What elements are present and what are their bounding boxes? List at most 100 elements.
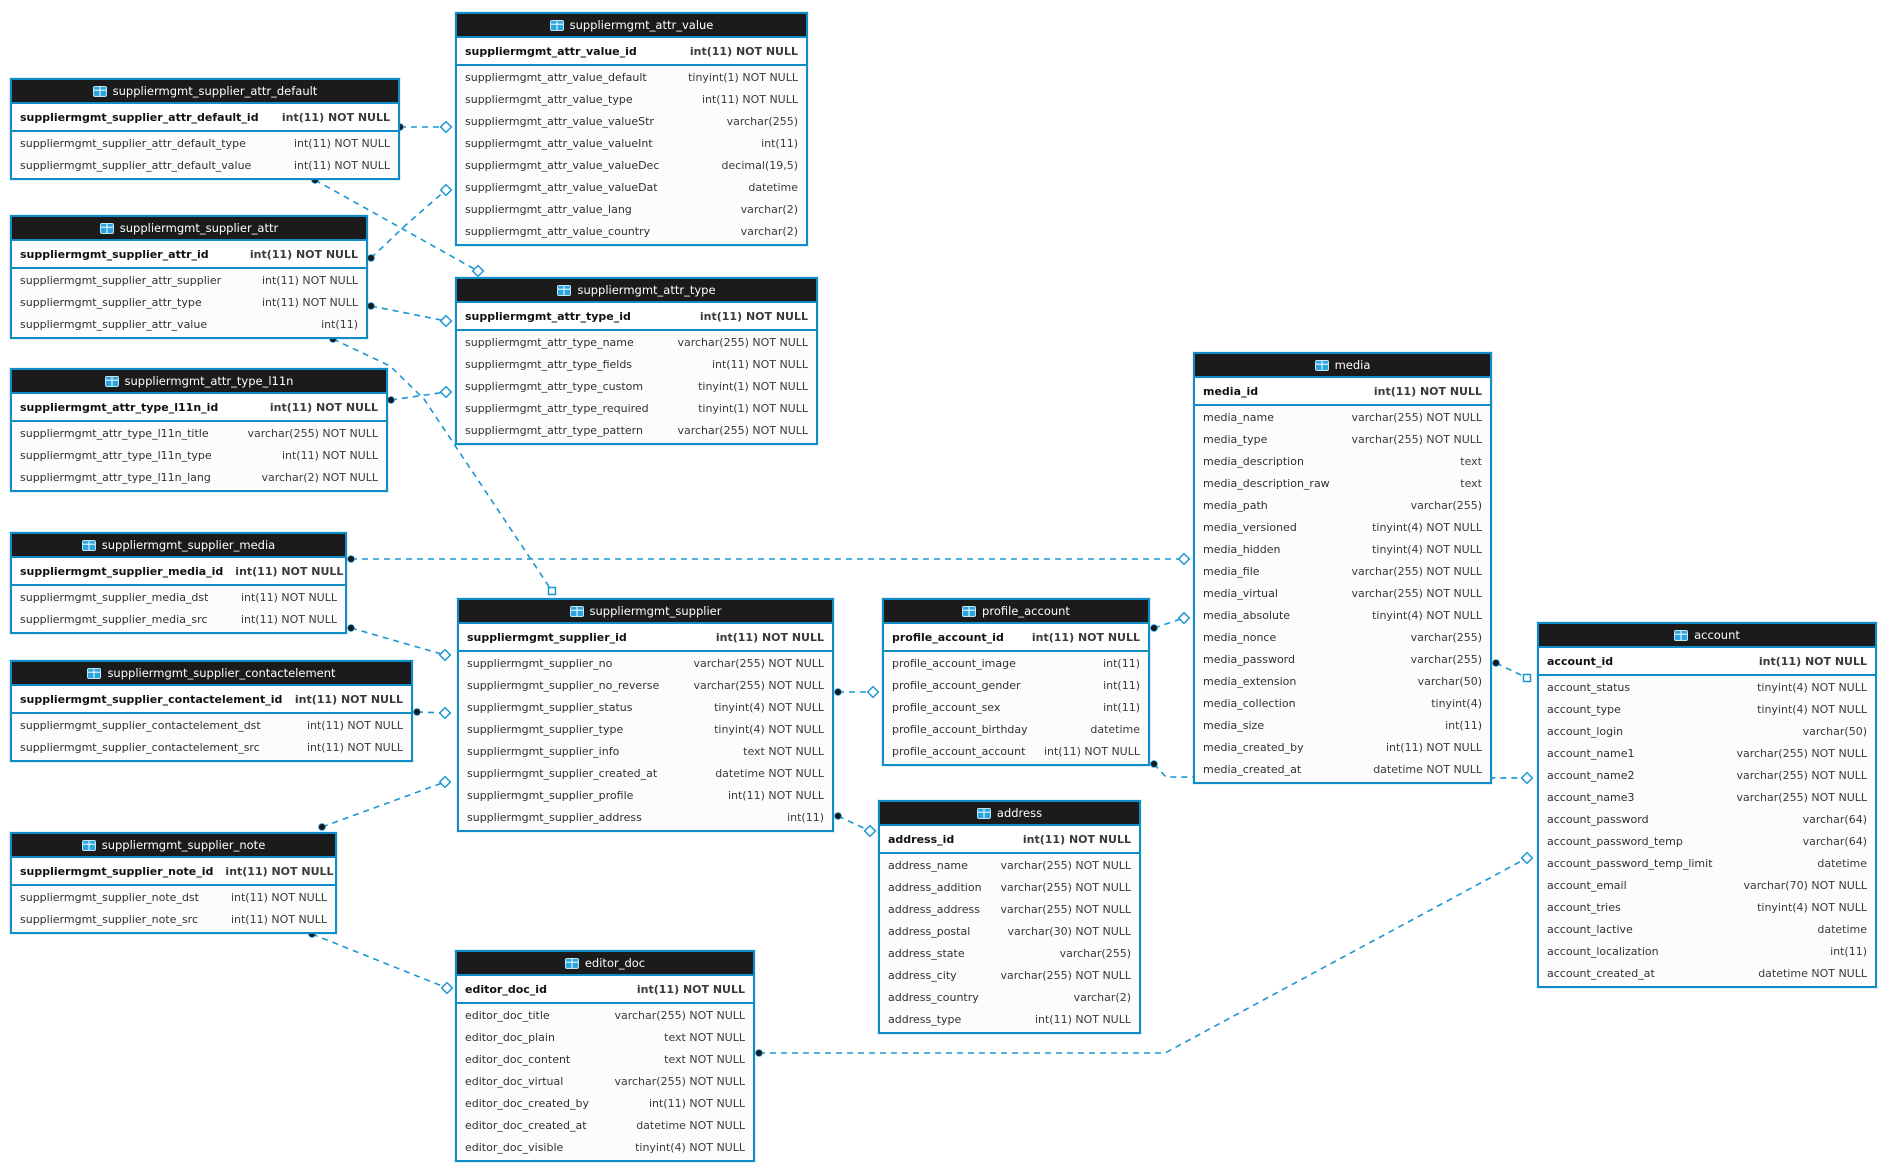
relationship-suppliermgmt_supplier_note-to-editor_doc[interactable] [308, 930, 454, 995]
column-name: suppliermgmt_attr_value_lang [465, 202, 632, 216]
relationship-suppliermgmt_supplier_contactelement-to-suppliermgmt_supplier[interactable] [413, 706, 452, 720]
column-type: varchar(255) NOT NULL [693, 678, 824, 692]
relationship-suppliermgmt_supplier_attr-to-suppliermgmt_attr_value[interactable] [367, 183, 453, 262]
relationship-line[interactable] [370, 189, 447, 259]
column-type: int(11) NOT NULL [1043, 744, 1140, 758]
relationship-suppliermgmt_supplier-to-address[interactable] [834, 812, 877, 838]
table-suppliermgmt_attr_type[interactable]: suppliermgmt_attr_type suppliermgmt_attr_… [455, 277, 818, 445]
relationship-profile_account-to-media[interactable] [1150, 611, 1191, 632]
relationship-suppliermgmt_supplier_attr_default-to-suppliermgmt_attr_value[interactable] [396, 120, 453, 134]
relationship-suppliermgmt_supplier_media-to-suppliermgmt_supplier[interactable] [347, 624, 452, 662]
column-name: profile_account_image [892, 656, 1016, 670]
relationship-source-dot [1150, 624, 1158, 632]
column-name: media_type [1203, 432, 1268, 446]
column-type: tinyint(1) NOT NULL [698, 379, 808, 393]
relationship-suppliermgmt_supplier_media-to-media[interactable] [347, 552, 1191, 566]
column-name: suppliermgmt_supplier_attr_id [20, 247, 209, 261]
table-header[interactable]: suppliermgmt_supplier_attr [12, 217, 366, 241]
table-title: editor_doc [584, 956, 646, 970]
table-header[interactable]: suppliermgmt_supplier_note [12, 834, 335, 858]
column-type: varchar(255) [1410, 498, 1482, 512]
column-name: media_created_at [1203, 762, 1302, 776]
table-header[interactable]: account [1539, 624, 1875, 648]
column-name: suppliermgmt_attr_value_type [465, 92, 633, 106]
relationship-line[interactable] [370, 305, 447, 322]
relationship-line[interactable] [311, 933, 448, 989]
relationship-editor_doc-to-account[interactable] [755, 851, 1534, 1057]
column-type: varchar(255) NOT NULL [1351, 564, 1482, 578]
column-name: suppliermgmt_attr_type_fields [465, 357, 633, 371]
table-header[interactable]: suppliermgmt_attr_type_l11n [12, 370, 386, 394]
table-suppliermgmt_supplier[interactable]: suppliermgmt_supplier suppliermgmt_suppli… [457, 598, 834, 832]
table-header[interactable]: suppliermgmt_attr_type [457, 279, 816, 303]
column-name: suppliermgmt_attr_type_l11n_title [20, 426, 209, 440]
column-name: suppliermgmt_attr_value_default [465, 70, 647, 84]
column-type: int(11) NOT NULL [281, 110, 390, 124]
column-name: account_password [1547, 812, 1649, 826]
column-type: varchar(2) NOT NULL [261, 470, 378, 484]
column-name: suppliermgmt_supplier_attr_type [20, 295, 202, 309]
column-type: int(11) NOT NULL [294, 692, 403, 706]
relationship-line[interactable] [1495, 662, 1528, 679]
relationship-line[interactable] [1153, 617, 1185, 629]
relationship-line[interactable] [759, 857, 1528, 1054]
relationship-suppliermgmt_supplier_note-to-suppliermgmt_supplier[interactable] [318, 775, 452, 831]
table-header[interactable]: suppliermgmt_attr_value [457, 14, 806, 38]
column-type: text [1460, 476, 1482, 490]
relationship-suppliermgmt_supplier_attr_default-to-suppliermgmt_attr_type[interactable] [311, 176, 485, 278]
relationship-suppliermgmt_supplier_attr-to-suppliermgmt_attr_type[interactable] [367, 302, 453, 328]
column-name: address_postal [888, 924, 971, 938]
relationship-suppliermgmt_supplier_attr-to-suppliermgmt_supplier[interactable] [329, 335, 557, 596]
column-type: tinyint(4) NOT NULL [714, 722, 824, 736]
relationship-line[interactable] [390, 391, 447, 401]
table-header[interactable]: address [880, 802, 1139, 826]
table-header[interactable]: profile_account [884, 600, 1148, 624]
relationship-line[interactable] [837, 815, 871, 832]
column-name: account_password_temp [1547, 834, 1683, 848]
column-type: int(11) NOT NULL [699, 309, 808, 323]
relationship-suppliermgmt_supplier-to-profile_account[interactable] [834, 685, 880, 699]
column-name: media_hidden [1203, 542, 1281, 556]
column-name: profile_account_gender [892, 678, 1021, 692]
column-name: profile_account_account [892, 744, 1026, 758]
relationship-line[interactable] [314, 179, 479, 272]
table-header[interactable]: suppliermgmt_supplier_attr_default [12, 80, 398, 104]
table-header[interactable]: suppliermgmt_supplier [459, 600, 832, 624]
relationship-line[interactable] [350, 627, 446, 656]
table-suppliermgmt_supplier_media[interactable]: suppliermgmt_supplier_media suppliermgmt_… [10, 532, 347, 634]
column-name: suppliermgmt_attr_value_valueDat [465, 180, 658, 194]
table-header[interactable]: media [1195, 354, 1490, 378]
columns-section: suppliermgmt_supplier_contactelement_dst… [12, 714, 411, 760]
relationship-line[interactable] [321, 781, 446, 828]
table-header[interactable]: suppliermgmt_supplier_contactelement [12, 662, 411, 686]
table-suppliermgmt_attr_type_l11n[interactable]: suppliermgmt_attr_type_l11n suppliermgmt_… [10, 368, 388, 492]
relationship-diamond-end [438, 706, 452, 720]
column-type: varchar(255) [1410, 630, 1482, 644]
table-header[interactable]: suppliermgmt_supplier_media [12, 534, 345, 558]
relationship-media-to-account[interactable] [1492, 659, 1532, 683]
table-header[interactable]: editor_doc [457, 952, 753, 976]
relationship-line[interactable] [332, 338, 553, 592]
